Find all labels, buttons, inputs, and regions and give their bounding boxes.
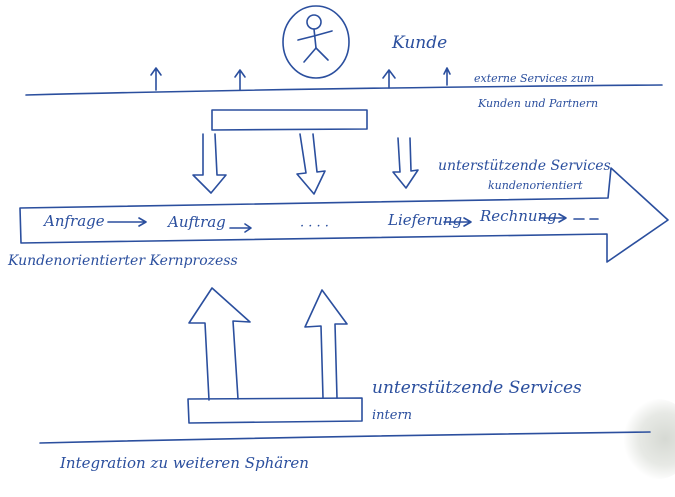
- step-ellipsis: · · · ·: [300, 219, 329, 234]
- supporting-services-internal-label-line1: unterstützende Services: [372, 378, 582, 398]
- external-services-label-line2: Kunden und Partnern: [478, 97, 599, 110]
- step-anfrage: Anfrage: [44, 212, 105, 230]
- core-process-label: Kundenorientierter Kernprozess: [8, 253, 238, 269]
- external-services-label-line1: externe Services zum: [474, 72, 595, 85]
- process-step-arrows: [107, 213, 599, 233]
- upward-arrows: [188, 287, 348, 401]
- internal-boundary-line: [39, 431, 651, 444]
- lower-service-box: [187, 397, 363, 424]
- external-boundary-line: [25, 84, 663, 96]
- integration-label: Integration zu weiteren Sphären: [60, 454, 309, 472]
- customer-icon: [282, 5, 350, 79]
- upper-service-box: [211, 109, 368, 131]
- paper-shadow: [623, 399, 675, 479]
- external-service-arrows: [150, 67, 451, 91]
- customer-label: Kunde: [392, 33, 448, 53]
- step-rechnung: Rechnung: [480, 207, 557, 225]
- supporting-services-internal-label-line2: intern: [372, 408, 413, 423]
- step-lieferung: Lieferung: [388, 211, 463, 229]
- supporting-services-customer-label-line1: unterstützende Services: [438, 158, 611, 174]
- supporting-services-customer-label-line2: kundenorientiert: [488, 179, 583, 192]
- core-process-arrow: [19, 167, 669, 263]
- step-auftrag: Auftrag: [168, 213, 226, 231]
- downward-arrows: [192, 133, 419, 195]
